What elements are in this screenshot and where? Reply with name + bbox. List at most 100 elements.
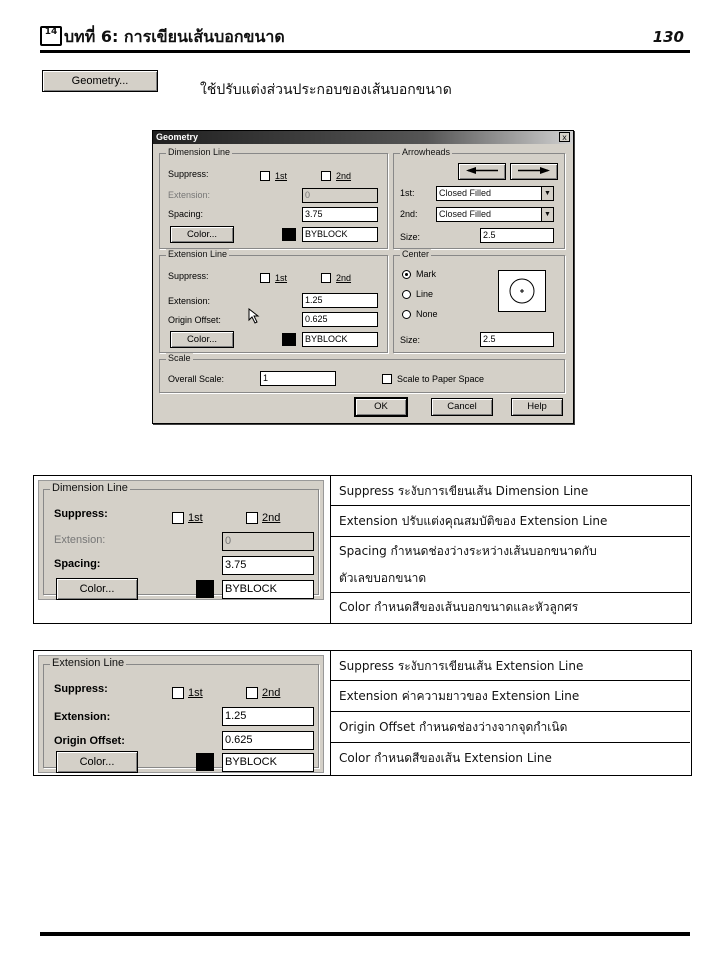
color-field: BYBLOCK: [222, 753, 314, 772]
scale-group: Scale Overall Scale: 1 Scale to Paper Sp…: [159, 353, 565, 393]
table-row: Color กำหนดสีของเส้นบอกขนาดและหัวลูกศร: [339, 600, 579, 614]
extension-field: 0: [302, 188, 378, 203]
arrow-1st-label: 1st:: [400, 188, 415, 198]
row-line: Spacing กำหนดช่องว่างระหว่างเส้นบอกขนาดก…: [339, 544, 597, 558]
suppress-2nd-label: 2nd: [336, 273, 352, 283]
color-field: BYBLOCK: [302, 227, 378, 242]
cancel-button[interactable]: Cancel: [431, 398, 493, 416]
extension-field[interactable]: 1.25: [302, 293, 378, 308]
arrow-preview-right: [510, 163, 558, 180]
chevron-down-icon[interactable]: ▼: [541, 208, 553, 221]
center-mark-icon: [509, 278, 535, 304]
row-line: ตัวเลขบอกขนาด: [339, 571, 427, 585]
arrowheads-group: Arrowheads 1st: Closed Filled ▼ 2nd: Clo…: [393, 147, 565, 249]
suppress-2nd-label: 2nd: [336, 171, 352, 181]
overall-scale-label: Overall Scale:: [168, 374, 225, 384]
extension-line-group: Extension Line Suppress: 1st 2nd Extensi…: [159, 249, 388, 353]
color-button[interactable]: Color...: [56, 751, 138, 773]
panel-group: Extension Line Suppress: 1st 2nd Extensi…: [43, 657, 319, 773]
extension-label: Extension:: [54, 534, 106, 546]
page-number: 130: [652, 28, 684, 46]
table-row: Suppress ระงับการเขียนเส้น Extension Lin…: [331, 651, 690, 681]
color-field: BYBLOCK: [302, 332, 378, 347]
close-icon[interactable]: x: [559, 132, 570, 142]
cursor-pointer-icon: [248, 308, 260, 324]
ok-button[interactable]: OK: [354, 397, 408, 417]
suppress-2nd-label: 2nd: [262, 512, 281, 524]
extension-field[interactable]: 1.25: [222, 707, 314, 726]
spacing-field[interactable]: 3.75: [302, 207, 378, 222]
spacing-field[interactable]: 3.75: [222, 556, 314, 575]
arrow-size-field[interactable]: 2.5: [480, 228, 554, 243]
arrow-2nd-value: Closed Filled: [439, 209, 492, 219]
arrow-preview-left: [458, 163, 506, 180]
dimension-line-table: Dimension Line Suppress: 1st 2nd Extensi…: [33, 475, 692, 624]
geometry-dialog: Geometry x Dimension Line Suppress: 1st …: [152, 130, 574, 424]
group-title: Arrowheads: [400, 147, 453, 157]
center-none-radio[interactable]: [402, 310, 411, 319]
intro-text: ใช้ปรับแต่งส่วนประกอบของเส้นบอกขนาด: [200, 82, 452, 98]
table-row: Extension ค่าความยาวของ Extension Line: [331, 681, 690, 712]
group-title: Scale: [166, 353, 193, 363]
center-preview: [498, 270, 546, 312]
group-title: Center: [400, 249, 432, 259]
color-button[interactable]: Color...: [170, 226, 234, 243]
page-header: 14 บทที่ 6: การเขียนเส้นบอกขนาด 130: [40, 22, 690, 52]
spacing-label: Spacing:: [54, 558, 101, 570]
origin-offset-label: Origin Offset:: [54, 735, 125, 747]
suppress-2nd-checkbox[interactable]: [246, 687, 258, 699]
dialog-title: Geometry: [156, 132, 199, 142]
suppress-2nd-checkbox[interactable]: [321, 273, 331, 283]
table-row: Color กำหนดสีของเส้น Extension Line: [339, 751, 552, 765]
table-image-cell: Dimension Line Suppress: 1st 2nd Extensi…: [34, 476, 331, 623]
table-row: Spacing กำหนดช่องว่างระหว่างเส้นบอกขนาดก…: [331, 537, 690, 593]
extension-field: 0: [222, 532, 314, 551]
suppress-1st-checkbox[interactable]: [172, 687, 184, 699]
extension-line-panel: Extension Line Suppress: 1st 2nd Extensi…: [38, 655, 324, 773]
suppress-label: Suppress:: [54, 683, 108, 695]
suppress-1st-label: 1st: [275, 171, 288, 181]
arrow-right-icon: [518, 167, 550, 174]
suppress-label: Suppress:: [54, 508, 108, 520]
arrow-left-icon: [466, 167, 498, 174]
origin-offset-field[interactable]: 0.625: [222, 731, 314, 750]
group-title: Extension Line: [50, 657, 127, 669]
overall-scale-field[interactable]: 1: [260, 371, 336, 386]
origin-offset-field[interactable]: 0.625: [302, 312, 378, 327]
color-button[interactable]: Color...: [170, 331, 234, 348]
dimension-line-group: Dimension Line Suppress: 1st 2nd Extensi…: [159, 147, 388, 249]
center-mark-label: Mark: [416, 269, 436, 279]
panel-group: Dimension Line Suppress: 1st 2nd Extensi…: [43, 482, 319, 600]
suppress-2nd-checkbox[interactable]: [321, 171, 331, 181]
arrow-size-label: Size:: [400, 232, 421, 242]
color-field: BYBLOCK: [222, 580, 314, 599]
group-title: Extension Line: [166, 249, 230, 259]
arrow-2nd-select[interactable]: Closed Filled ▼: [436, 207, 554, 222]
dimension-line-panel: Dimension Line Suppress: 1st 2nd Extensi…: [38, 480, 324, 600]
center-line-radio[interactable]: [402, 290, 411, 299]
geometry-button[interactable]: Geometry...: [42, 70, 158, 92]
scale-paper-space-checkbox[interactable]: [382, 374, 392, 384]
header-rule: [40, 50, 690, 53]
center-mark-radio[interactable]: [402, 270, 411, 279]
arrow-1st-value: Closed Filled: [439, 188, 492, 198]
center-size-label: Size:: [400, 335, 421, 345]
help-button[interactable]: Help: [511, 398, 563, 416]
suppress-1st-checkbox[interactable]: [260, 171, 270, 181]
color-swatch: [196, 580, 214, 598]
table-row: Extension ปรับแต่งคุณสมบัติของ Extension…: [331, 506, 690, 537]
center-none-label: None: [416, 309, 438, 319]
center-size-field[interactable]: 2.5: [480, 332, 554, 347]
suppress-2nd-checkbox[interactable]: [246, 512, 258, 524]
chevron-down-icon[interactable]: ▼: [541, 187, 553, 200]
suppress-1st-checkbox[interactable]: [172, 512, 184, 524]
group-title: Dimension Line: [50, 482, 130, 494]
suppress-1st-checkbox[interactable]: [260, 273, 270, 283]
center-line-label: Line: [416, 289, 434, 299]
extension-label: Extension:: [168, 296, 211, 306]
scale-paper-space-label: Scale to Paper Space: [397, 374, 485, 384]
arrow-1st-select[interactable]: Closed Filled ▼: [436, 186, 554, 201]
suppress-1st-label: 1st: [275, 273, 288, 283]
color-button[interactable]: Color...: [56, 578, 138, 600]
suppress-label: Suppress:: [168, 271, 209, 281]
